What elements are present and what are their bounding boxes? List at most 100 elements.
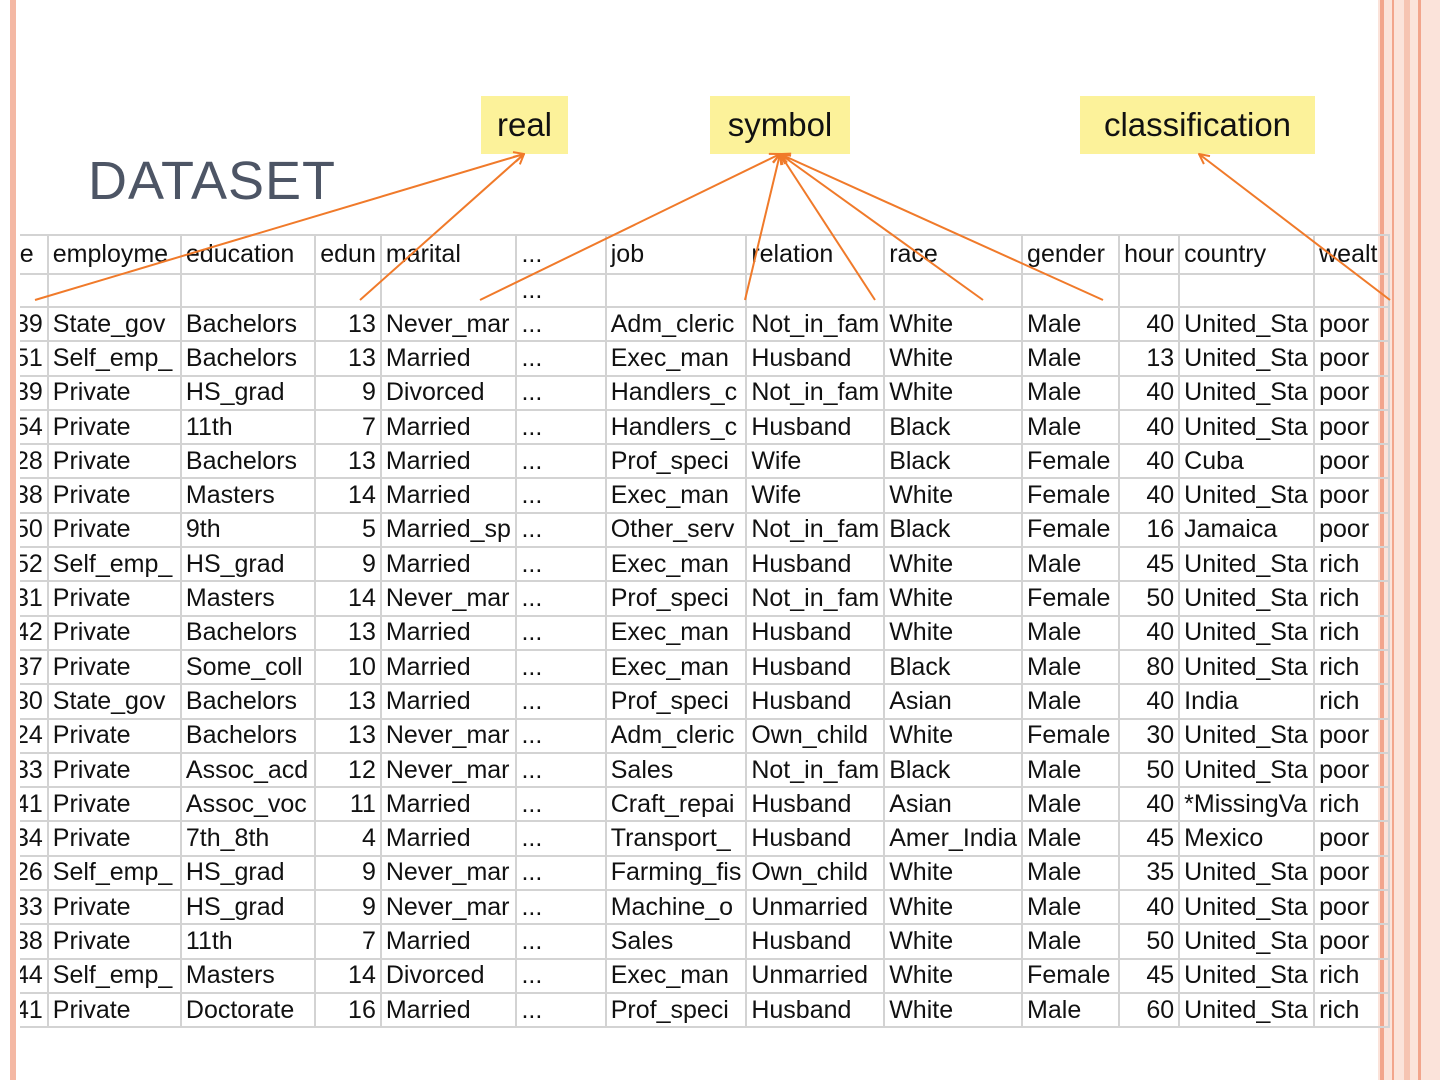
table-cell: Not_in_fam [745,305,886,343]
table-cell: poor [1313,340,1390,377]
table-cell: Male [1021,820,1121,857]
table-cell: 42 [20,614,49,651]
table-cell: Married [379,683,518,720]
table-cell: 40 [1118,443,1181,480]
table-row: 31PrivateMasters14Never_mar...Prof_speci… [20,580,1390,617]
table-cell: 39 [20,374,49,411]
table-row: 33PrivateAssoc_acd12Never_mar...SalesNot… [20,751,1390,789]
table-cell: White [883,580,1024,617]
table-cell: ... [515,717,607,754]
table-row: 39State_govBachelors13Never_mar...Adm_cl… [20,305,1390,343]
table-cell: poor [1313,374,1390,411]
table-cell: ... [515,957,607,994]
table-row: 44Self_emp_Masters14Divorced...Exec_manU… [20,957,1390,994]
table-cell: Never_mar [379,580,518,617]
table-cell: Male [1021,889,1121,926]
table-cell: Bachelors [179,683,317,720]
table-cell: Divorced [379,957,518,994]
table-cell: Never_mar [379,854,518,892]
table-cell: Self_emp_ [46,854,182,892]
table-cell: HS_grad [179,546,317,583]
table-cell: United_Sta [1178,477,1316,514]
table-cell: Private [46,443,182,480]
table-cell: Male [1021,614,1121,651]
table-cell: Craft_repai [604,786,748,823]
table-cell: Machine_o [604,889,748,926]
table-cell: Private [46,820,182,857]
classification-label: classification [1080,96,1315,154]
table-cell: 16 [314,991,382,1029]
table-cell: 5 [314,511,382,549]
table-cell: 44 [20,957,49,994]
table-cell: United_Sta [1178,889,1316,926]
table-cell: Male [1021,991,1121,1029]
table-cell: United_Sta [1178,340,1316,377]
table-cell: Adm_cleric [604,717,748,754]
table-cell: Private [46,889,182,926]
table-cell: Private [46,717,182,754]
table-cell: Private [46,408,182,446]
table-cell: 40 [1118,786,1181,823]
table-cell: 37 [20,648,49,686]
table-cell: State_gov [46,683,182,720]
table-cell: ... [515,511,607,549]
table-cell: White [883,546,1024,583]
table-cell: 4 [314,820,382,857]
table-cell: 26 [20,854,49,892]
table-cell: Mexico [1178,820,1316,857]
table-cell: Male [1021,408,1121,446]
table-cell: Amer_India [883,820,1024,857]
table-cell: 14 [314,957,382,994]
table-cell: United_Sta [1178,648,1316,686]
table-cell: poor [1313,820,1390,857]
table-row: 38PrivateMasters14Married...Exec_manWife… [20,477,1390,514]
table-cell: Never_mar [379,717,518,754]
table-cell: *MissingVa [1178,786,1316,823]
table-cell: 13 [314,717,382,754]
table-cell: United_Sta [1178,408,1316,446]
table-cell: Black [883,751,1024,789]
symbol-label: symbol [710,96,850,154]
table-cell: edun [314,234,382,275]
table-cell: ... [515,273,607,308]
table-cell: Private [46,477,182,514]
table-cell: 50 [1118,751,1181,789]
table-cell: poor [1313,751,1390,789]
table-cell: 12 [314,751,382,789]
table-row: 41PrivateAssoc_voc11Married...Craft_repa… [20,786,1390,823]
table-cell: Female [1021,443,1121,480]
table-cell: Private [46,991,182,1029]
table-row: 26Self_emp_HS_grad9Never_mar...Farming_f… [20,854,1390,892]
table-cell: Masters [179,580,317,617]
table-cell: Husband [745,648,886,686]
table-cell: Female [1021,957,1121,994]
table-cell: Male [1021,340,1121,377]
table-cell: Other_serv [604,511,748,549]
table-cell: Not_in_fam [745,374,886,411]
table-cell: Male [1021,374,1121,411]
table-row: 52Self_emp_HS_grad9Married...Exec_manHus… [20,546,1390,583]
table-cell: 60 [1118,991,1181,1029]
table-cell: Own_child [745,854,886,892]
table-cell: 45 [1118,957,1181,994]
table-cell: 24 [20,717,49,754]
table-cell: Exec_man [604,340,748,377]
table-cell: Masters [179,957,317,994]
table-cell [1178,273,1316,308]
table-cell: relation [745,234,886,275]
table-cell [1021,273,1121,308]
table-cell: poor [1313,305,1390,343]
table-row: 28PrivateBachelors13Married...Prof_speci… [20,443,1390,480]
table-cell: rich [1313,580,1390,617]
table-cell: 7 [314,923,382,960]
table-cell: 54 [20,408,49,446]
table-cell: Male [1021,305,1121,343]
table-cell: 9 [314,889,382,926]
table-cell: Sales [604,923,748,960]
table-cell: White [883,717,1024,754]
table-cell: White [883,854,1024,892]
table-cell: United_Sta [1178,546,1316,583]
table-cell: 40 [1118,889,1181,926]
table-cell: Married [379,648,518,686]
table-row: 50Private9th5Married_sp...Other_servNot_… [20,511,1390,549]
